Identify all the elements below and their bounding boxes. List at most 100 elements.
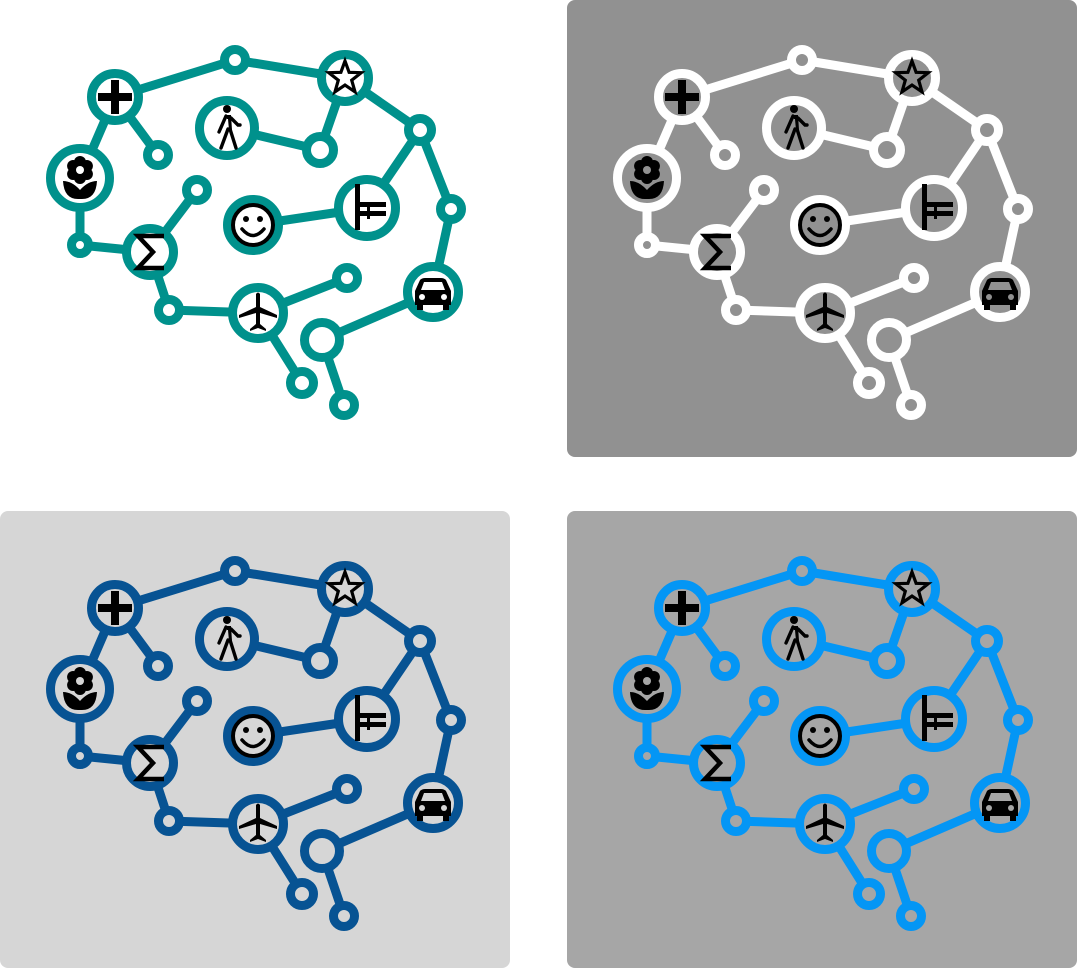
network-node	[749, 175, 779, 205]
icon-node	[228, 794, 288, 854]
network-node	[899, 774, 929, 804]
network-node	[634, 232, 660, 258]
brain-network-navy-panel	[0, 511, 510, 968]
network-nodes	[613, 556, 1033, 931]
icon-node	[613, 144, 681, 212]
icon-node	[122, 735, 178, 791]
flower-icon	[63, 667, 97, 710]
icon-node	[613, 655, 681, 723]
icon-node	[317, 50, 373, 106]
network-node	[302, 132, 338, 168]
network-node	[154, 806, 184, 836]
icon-node	[223, 706, 283, 766]
sigma-icon	[699, 233, 731, 271]
icon-node	[901, 686, 967, 752]
icon-node	[87, 69, 143, 125]
network-node	[182, 686, 212, 716]
network-node	[867, 829, 911, 873]
sigma-icon	[132, 744, 164, 782]
icon-node	[654, 69, 710, 125]
icon-node	[790, 195, 850, 255]
network-node	[404, 114, 436, 146]
network-node	[634, 743, 660, 769]
network-node	[896, 390, 926, 420]
icon-node	[654, 580, 710, 636]
network-node	[749, 686, 779, 716]
network-node	[300, 318, 344, 362]
flower-icon	[63, 156, 97, 199]
plus-icon	[665, 80, 699, 114]
icon-node	[762, 96, 826, 160]
airplane-icon	[806, 292, 844, 331]
hospital-bed-icon	[355, 184, 386, 230]
icon-node	[223, 195, 283, 255]
icon-node	[334, 175, 400, 241]
flower-icon	[630, 156, 664, 199]
star-icon	[891, 567, 933, 607]
network-nodes	[46, 45, 466, 420]
network-node	[329, 390, 359, 420]
star-icon	[324, 56, 366, 96]
brain-network-graphic	[567, 511, 1077, 968]
brain-network-teal-panel	[0, 0, 510, 457]
network-node	[869, 643, 905, 679]
icon-node	[970, 262, 1030, 322]
icon-node	[403, 773, 463, 833]
car-icon	[982, 789, 1018, 821]
icon-node	[970, 773, 1030, 833]
airplane-icon	[806, 803, 844, 842]
network-node	[300, 829, 344, 873]
walking-person-icon	[784, 105, 809, 150]
network-node	[710, 140, 740, 170]
network-node	[1003, 194, 1033, 224]
car-icon	[982, 278, 1018, 310]
airplane-icon	[239, 292, 277, 331]
star-icon	[324, 567, 366, 607]
smiley-face-icon	[231, 714, 275, 758]
network-nodes	[46, 556, 466, 931]
smiley-face-icon	[798, 203, 842, 247]
icon-node	[795, 794, 855, 854]
icon-node	[334, 686, 400, 752]
network-node	[220, 45, 250, 75]
network-node	[853, 367, 885, 399]
icon-node	[122, 224, 178, 280]
network-node	[286, 367, 318, 399]
network-node	[899, 263, 929, 293]
network-node	[329, 901, 359, 931]
brain-network-graphic	[0, 511, 510, 968]
network-node	[896, 901, 926, 931]
icon-node	[795, 283, 855, 343]
network-node	[143, 651, 173, 681]
plus-icon	[665, 591, 699, 625]
star-icon	[891, 56, 933, 96]
icon-node	[87, 580, 143, 636]
smiley-face-icon	[798, 714, 842, 758]
icon-node	[317, 561, 373, 617]
brain-network-blue-panel	[567, 511, 1077, 968]
icon-node	[762, 607, 826, 671]
network-node	[436, 705, 466, 735]
network-node	[404, 625, 436, 657]
icon-node	[46, 144, 114, 212]
network-node	[143, 140, 173, 170]
network-node	[721, 806, 751, 836]
icon-node	[689, 224, 745, 280]
network-node	[286, 878, 318, 910]
network-node	[220, 556, 250, 586]
icon-node	[689, 735, 745, 791]
icon-node	[884, 561, 940, 617]
network-node	[154, 295, 184, 325]
sigma-icon	[699, 744, 731, 782]
car-icon	[415, 278, 451, 310]
network-node	[710, 651, 740, 681]
network-node	[332, 263, 362, 293]
network-node	[971, 114, 1003, 146]
icon-node	[790, 706, 850, 766]
car-icon	[415, 789, 451, 821]
network-node	[971, 625, 1003, 657]
flower-icon	[630, 667, 664, 710]
icon-node	[195, 607, 259, 671]
hospital-bed-icon	[922, 184, 953, 230]
network-node	[787, 556, 817, 586]
